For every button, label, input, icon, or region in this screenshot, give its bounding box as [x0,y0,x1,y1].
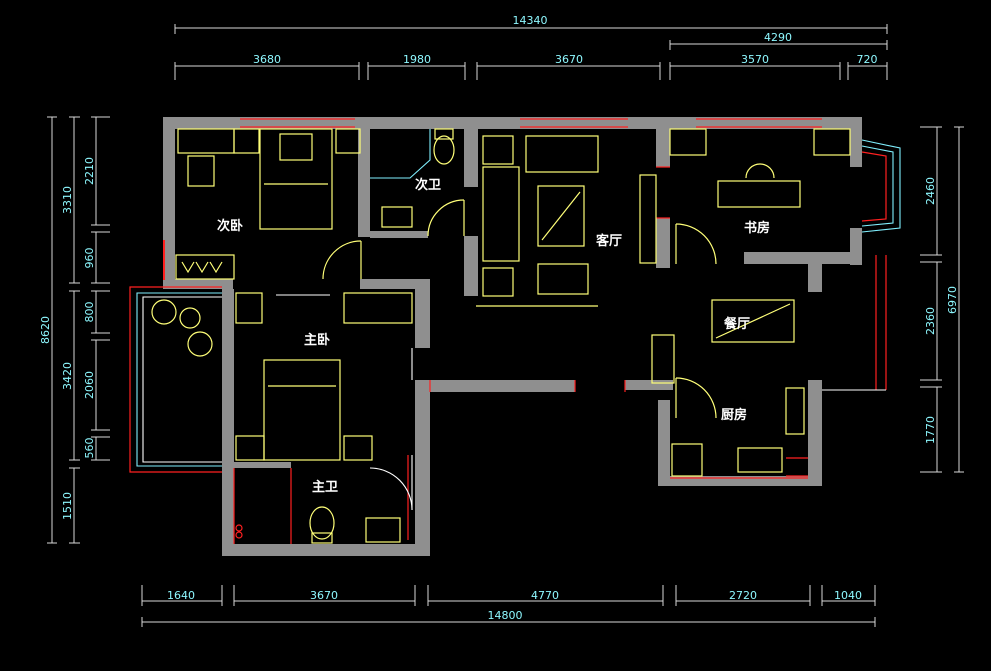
room-label-living-room: 客厅 [596,233,622,249]
dim-bottom-seg-5: 1040 [834,589,862,602]
dim-bottom-seg-4: 2720 [729,589,757,602]
dim-left-inner-2: 960 [83,248,96,269]
dim-top-seg-2: 1980 [403,53,431,66]
dim-top-seg-1: 3680 [253,53,281,66]
room-label-kitchen: 厨房 [721,407,747,423]
furniture [151,128,851,544]
dimension-lines [47,24,964,627]
dim-top-seg-4: 3570 [741,53,769,66]
dim-left-total: 8620 [39,316,52,344]
windows [129,118,901,544]
dim-top-total: 14340 [513,14,548,27]
dim-top-right-total: 4290 [764,31,792,44]
room-label-master-bedroom: 主卧 [304,332,330,348]
dim-left-inner-4: 2060 [83,371,96,399]
room-label-dining-room: 餐厅 [723,316,750,332]
room-labels: 次卧 次卫 客厅 书房 餐厅 主卧 厨房 主卫 [217,177,770,495]
dim-left-inner-5: 560 [83,438,96,459]
doors [322,199,717,511]
dim-left-lower: 3420 [61,362,74,390]
room-label-study: 书房 [744,220,770,236]
walls [163,117,862,556]
dim-right-seg-2: 2360 [924,307,937,335]
dim-left-bottom: 1510 [61,492,74,520]
dim-bottom-seg-3: 4770 [531,589,559,602]
dim-left-inner-3: 800 [83,302,96,323]
dimension-labels: 14340 4290 3680 1980 3670 3570 720 1640 … [39,14,959,622]
dim-left-inner-1: 2210 [83,157,96,185]
dim-top-seg-3: 3670 [555,53,583,66]
dim-left-upper: 3310 [61,186,74,214]
dim-bottom-seg-2: 3670 [310,589,338,602]
dim-top-seg-5: 720 [857,53,878,66]
dim-right-seg-1: 2460 [924,177,937,205]
dim-right-total: 6970 [946,286,959,314]
room-label-second-bedroom: 次卧 [217,218,243,234]
dim-bottom-seg-1: 1640 [167,589,195,602]
dim-bottom-total: 14800 [488,609,523,622]
dim-right-seg-3: 1770 [924,416,937,444]
room-label-master-bath: 主卫 [312,479,338,495]
room-label-second-bath: 次卫 [415,177,441,193]
